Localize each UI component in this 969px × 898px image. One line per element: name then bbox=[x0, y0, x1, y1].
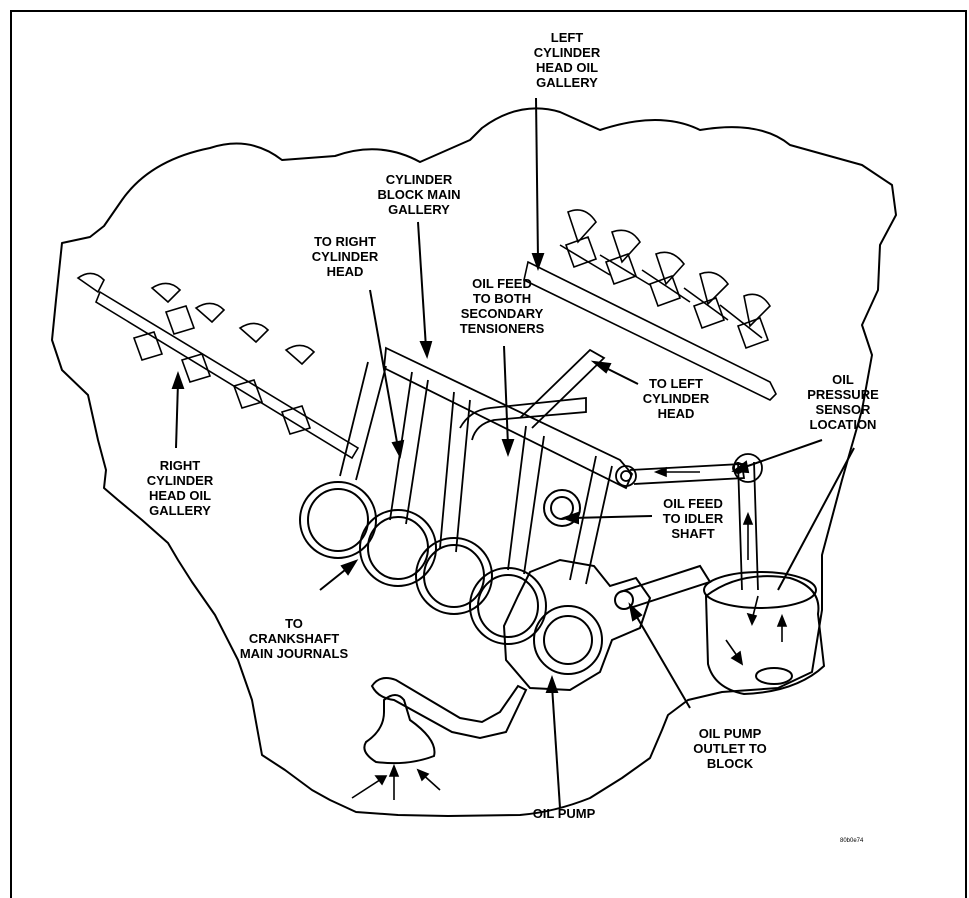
oil-pump-body bbox=[504, 560, 650, 690]
main-journal-1 bbox=[300, 482, 376, 558]
figure-code: 80b0e74 bbox=[840, 838, 864, 844]
oil-pickup-tube bbox=[372, 678, 526, 738]
oil-filter bbox=[706, 576, 824, 694]
main-journal-3 bbox=[416, 538, 492, 614]
oil-pickup-screen bbox=[364, 695, 434, 763]
right-head-oil-gallery bbox=[96, 292, 358, 458]
oil-pump-label: OIL PUMP bbox=[514, 806, 614, 818]
